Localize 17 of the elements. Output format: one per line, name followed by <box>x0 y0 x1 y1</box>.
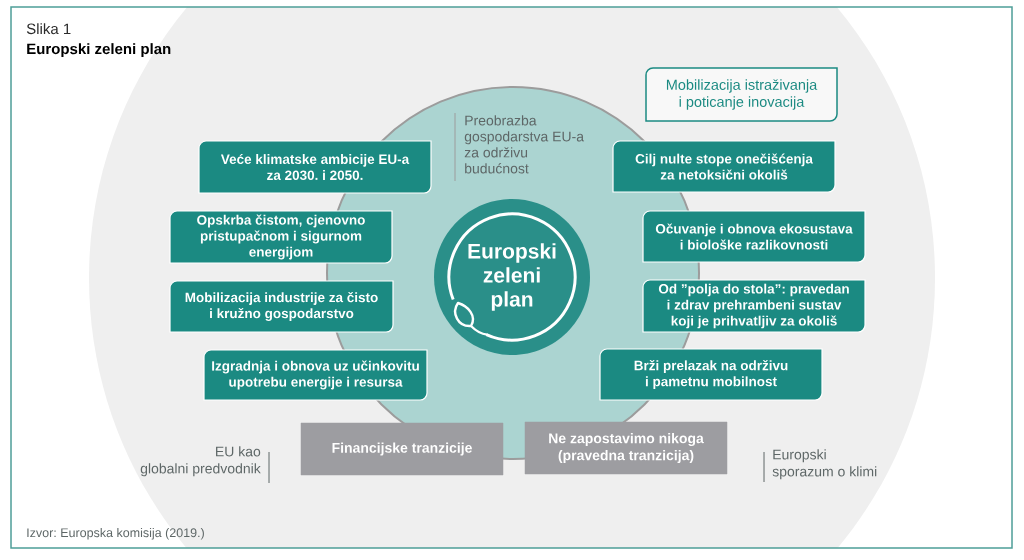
transition-box: Financijske tranzicije <box>300 422 504 476</box>
topic-box: Veće klimatske ambicije EU-a za 2030. i 2050. <box>198 140 432 194</box>
zone-label: Preobrazba gospodarstva EU-a za održivu budućnost <box>464 115 585 174</box>
topic-box: Očuvanje i obnova ekosustava i biološke razlikovnosti <box>642 210 866 263</box>
topic-box: Mobilizacija industrije za čisto i kružno gospodarstvo <box>169 280 394 333</box>
zone-label: EU kao globalni predvodnik <box>140 446 261 477</box>
topic-box: Cilj nulte stope onečišćenja za netoksični okoliš <box>612 140 836 193</box>
figure-number: Slika 1 <box>26 23 71 35</box>
topic-box: Od ”polja do stola”: pravedan i zdrav prehrambeni sustav koji je prihvatljiv za okoliš <box>642 279 866 333</box>
zone-label: Europski sporazum o klimi <box>772 449 877 480</box>
topic-box: Mobilizacija istraživanja i poticanje inovacija <box>645 67 838 122</box>
topic-box: Opskrba čistom, cjenovno pristupačnom i sigurnom energijom <box>169 210 393 264</box>
title: Europski zeleni plan <box>27 43 171 58</box>
transition-box: Ne zapostavimo nikoga (pravedna tranzicija) <box>524 421 728 475</box>
topic-box: Brži prelazak na održivu i pametnu mobilnost <box>599 348 823 401</box>
topic-box: Izgradnja i obnova uz učinkovitu upotrebu energije i resursa <box>203 349 428 401</box>
source-note: Izvor: Europska komisija (2019.) <box>27 527 204 540</box>
